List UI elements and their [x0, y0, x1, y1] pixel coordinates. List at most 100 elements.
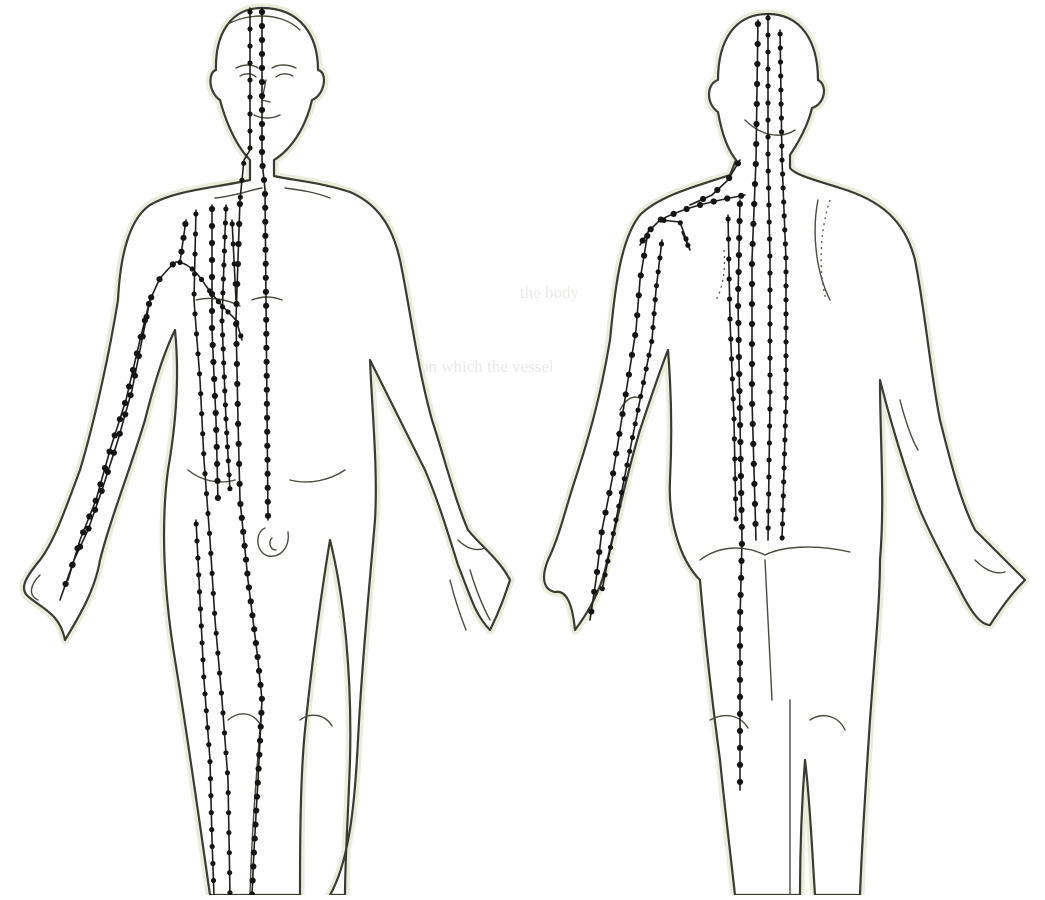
acupoint-dot: [205, 511, 210, 516]
acupoint-dot: [736, 337, 742, 343]
acupoint-dot: [767, 355, 772, 360]
acupoint-dot: [755, 41, 761, 47]
acupoint-dot: [636, 292, 642, 298]
acupoint-dot: [234, 381, 240, 387]
acupoint-dot: [765, 151, 770, 156]
acupoint-dot: [254, 794, 260, 800]
acupoint-dot: [247, 128, 252, 133]
acupoint-dot: [750, 421, 756, 427]
acupoint-dot: [736, 235, 742, 241]
acupoint-dot: [754, 61, 760, 67]
acupoint-dot: [265, 471, 271, 477]
acupoint-dot: [634, 312, 640, 318]
acupoint-dot: [235, 241, 241, 247]
acupoint-dot: [180, 235, 186, 241]
acupoint-dot: [724, 195, 730, 201]
acupoint-dot: [736, 388, 742, 394]
acupoint-dot: [209, 827, 214, 832]
acupoint-dot: [225, 770, 230, 775]
acupoint-dot: [63, 581, 69, 587]
acupoint-dot: [751, 201, 757, 207]
acupoint-dot: [738, 193, 744, 199]
acupoint-dot: [737, 711, 743, 717]
acupoint-dot: [199, 277, 204, 282]
acupoint-dot: [733, 516, 738, 521]
acupoint-dot: [263, 317, 269, 323]
acupoint-dot: [732, 436, 737, 441]
acupoint-dot: [247, 111, 252, 116]
acupoint-dot: [752, 181, 758, 187]
acupoint-dot: [212, 393, 218, 399]
acupoint-dot: [214, 461, 220, 467]
acupoint-dot: [247, 43, 252, 48]
acupoint-dot: [259, 107, 265, 113]
acupoint-dot: [606, 490, 612, 496]
acupoint-dot: [236, 461, 242, 467]
acupoint-dot: [728, 336, 733, 341]
acupoint-dot: [735, 303, 741, 309]
acupoint-dot: [766, 491, 771, 496]
acupoint-dot: [737, 762, 743, 768]
acupoint-dot: [733, 476, 738, 481]
acupoint-dot: [210, 571, 215, 576]
acupoint-dot: [731, 396, 736, 401]
acupoint-dot: [588, 609, 594, 615]
acupoint-dot: [783, 269, 788, 274]
acupoint-dot: [767, 372, 772, 377]
acupoint-dot: [731, 416, 736, 421]
acupoint-dot: [653, 297, 658, 302]
acupoint-dot: [264, 359, 270, 365]
acupoint-dot: [737, 626, 743, 632]
acupoint-dot: [223, 206, 228, 211]
acupoint-dot: [259, 37, 265, 43]
acupoint-dot: [737, 439, 743, 445]
acupoint-dot: [107, 449, 113, 455]
acupoint-dot: [605, 559, 610, 564]
acupoint-dot: [736, 252, 742, 258]
acupoint-dot: [261, 177, 267, 183]
acupoint-dot: [232, 261, 237, 266]
acupoint-dot: [737, 677, 743, 683]
acupoint-dot: [738, 456, 744, 462]
acupoint-dot: [250, 877, 256, 883]
acupoint-dot: [782, 227, 787, 232]
acupoint-dot: [102, 465, 108, 471]
acupoint-dot: [767, 423, 772, 428]
acupoint-dot: [252, 836, 258, 842]
acupoint-dot: [248, 598, 254, 604]
acupoint-dot: [259, 135, 265, 141]
acupoint-dot: [737, 218, 743, 224]
acupoint-dot: [671, 211, 677, 217]
acupoint-dot: [263, 331, 269, 337]
acupoint-dot: [736, 269, 742, 275]
acupoint-dot: [781, 199, 786, 204]
acupoint-dot: [222, 248, 227, 253]
acupoint-dot: [208, 551, 213, 556]
acupoint-dot: [767, 440, 772, 445]
acupoint-dot: [610, 470, 616, 476]
acupoint-dot: [738, 558, 744, 564]
acupoint-dot: [780, 171, 785, 176]
acupoint-dot: [209, 206, 215, 212]
acupoint-dot: [192, 251, 197, 256]
acupoint-dot: [202, 691, 207, 696]
acupoint-dot: [659, 241, 664, 246]
acupoint-dot: [192, 271, 197, 276]
acupoint-dot: [738, 592, 744, 598]
acupoint-dot: [208, 776, 213, 781]
acupoint-dot: [616, 431, 622, 437]
acupoint-dot: [781, 493, 786, 498]
acupoint-dot: [732, 456, 737, 461]
acupoint-dot: [729, 356, 734, 361]
acupoint-dot: [253, 808, 259, 814]
acupoint-dot: [258, 710, 264, 716]
acupoint-dot: [749, 401, 755, 407]
acupoint-dot: [262, 233, 268, 239]
svg-text:on which the vessel: on which the vessel: [420, 357, 554, 376]
acupoint-dot: [178, 249, 184, 255]
acupoint-dot: [112, 432, 118, 438]
acupoint-dot: [195, 351, 200, 356]
acupoint-dot: [657, 255, 662, 260]
acupoint-dot: [241, 161, 246, 166]
acupoint-dot: [783, 367, 788, 372]
